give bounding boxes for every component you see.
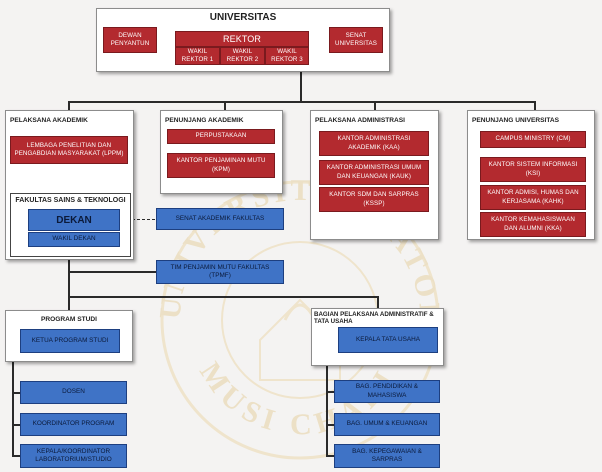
universitas-title: UNIVERSITAS [209,12,277,23]
connector-tu-b1 [326,391,334,393]
connector-prodi-b2 [12,424,20,426]
tata-usaha-panel: BAGIAN PELAKSANA ADMINISTRATIF & TATA US… [311,308,444,366]
lppm-box: LEMBAGA PENELITIAN DAN PENGABDIAN MASYAR… [10,136,128,164]
connector-prodi-b1 [12,392,20,394]
kauk-box: KANTOR ADMINISTRASI UMUM DAN KEUANGAN (K… [319,160,429,185]
kssp-box: KANTOR SDM DAN SARPRAS (KSSP) [319,187,429,212]
dosen-box: DOSEN [20,381,127,404]
connector-top-horizontal [68,101,535,103]
penunjang-universitas-title: PENUNJANG UNIVERSITAS [472,117,560,124]
connector-col1 [68,101,70,110]
rektor-box: REKTOR [175,31,309,47]
pelaksana-akademik-panel: PELAKSANA AKADEMIK LEMBAGA PENELITIAN DA… [5,110,134,260]
wakil-rektor-2-box: WAKIL REKTOR 2 [220,47,265,65]
tpmf-box: TIM PENJAMIN MUTU FAKULTAS (TPMF) [156,260,284,284]
pelaksana-administrasi-panel: PELAKSANA ADMINISTRASI KANTOR ADMINISTRA… [310,110,439,240]
connector-col2 [224,101,226,110]
pelaksana-administrasi-title: PELAKSANA ADMINISTRASI [315,117,405,124]
kepala-tata-usaha-box: KEPALA TATA USAHA [338,327,438,353]
dekan-box: DEKAN [28,209,120,231]
universitas-panel: UNIVERSITAS DEWAN PENYANTUN SENAT UNIVER… [96,8,390,72]
wakil-dekan-box: WAKIL DEKAN [28,232,120,247]
connector-dekan-senat [117,219,155,220]
connector-tu-b2 [326,424,334,426]
tata-usaha-title: BAGIAN PELAKSANA ADMINISTRATIF & TATA US… [314,311,434,325]
koordinator-program-box: KOORDINATOR PROGRAM [20,413,127,436]
connector-prodi-up [68,296,70,310]
senat-akademik-fakultas-box: SENAT AKADEMIK FAKULTAS [156,208,284,230]
wakil-rektor-1-box: WAKIL REKTOR 1 [175,47,220,65]
bag-kepegawaian-box: BAG. KEPEGAWAIAN & SARPRAS [334,444,440,468]
kaa-box: KANTOR ADMINISTRASI AKADEMIK (KAA) [319,131,429,156]
kpm-box: KANTOR PENJAMINAN MUTU (KPM) [167,153,275,178]
bag-umum-keuangan-box: BAG. UMUM & KEUANGAN [334,413,440,436]
connector-prodi-left [12,362,14,456]
wakil-rektor-3-box: WAKIL REKTOR 3 [265,47,309,65]
senat-universitas-box: SENAT UNIVERSITAS [329,27,383,53]
dewan-penyantun-box: DEWAN PENYANTUN [103,27,157,53]
connector-mid-horizontal [68,296,378,298]
penunjang-akademik-title: PENUNJANG AKADEMIK [165,117,244,124]
connector-prodi-b3 [12,455,20,457]
perpustakaan-box: PERPUSTAKAAN [167,129,275,144]
program-studi-panel: PROGRAM STUDI KETUA PROGRAM STUDI [5,310,133,362]
bag-pendidikan-box: BAG. PENDIDIKAN & MAHASISWA [334,380,440,403]
kepala-laboratorium-box: KEPALA/KOORDINATOR LABORATORIUM/STUDIO [20,444,127,468]
connector-col4 [534,101,536,110]
pelaksana-akademik-title: PELAKSANA AKADEMIK [10,117,88,124]
connector-tu-up [377,296,379,308]
kahk-box: KANTOR ADMISI, HUMAS DAN KERJASAMA (KAHK… [480,185,586,210]
connector-tu-left [326,362,328,456]
ketua-program-studi-box: KETUA PROGRAM STUDI [20,329,120,353]
connector-rektor-down [300,72,302,102]
penunjang-universitas-panel: PENUNJANG UNIVERSITAS CAMPUS MINISTRY (C… [467,110,595,240]
ksi-box: KANTOR SISTEM INFORMASI (KSI) [480,157,586,182]
fakultas-title: FAKULTAS SAINS & TEKNOLOGI [15,197,126,204]
cm-box: CAMPUS MINISTRY (CM) [480,131,586,148]
fakultas-box: FAKULTAS SAINS & TEKNOLOGI DEKAN WAKIL D… [10,193,131,257]
connector-dekan-down [68,250,70,296]
program-studi-title: PROGRAM STUDI [40,316,98,323]
connector-tpmf [68,271,156,273]
kka-box: KANTOR KEMAHASISWAAN DAN ALUMNI (KKA) [480,212,586,237]
connector-tu-b3 [326,455,334,457]
connector-col3 [374,101,376,110]
penunjang-akademik-panel: PENUNJANG AKADEMIK PERPUSTAKAAN KANTOR P… [160,110,283,194]
